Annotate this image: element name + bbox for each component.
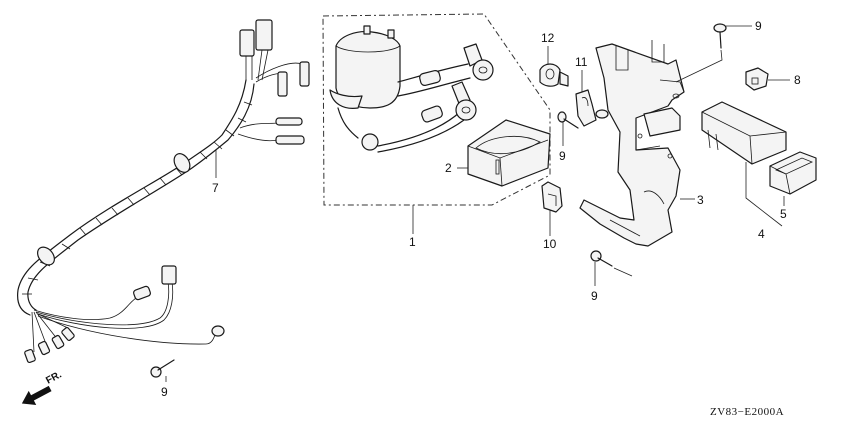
control-module[interactable] (701, 101, 787, 165)
wire-harness[interactable] (17, 19, 310, 364)
callout-8: 8 (794, 73, 801, 87)
electrical-bracket[interactable] (579, 40, 685, 247)
callout-10: 10 (543, 237, 557, 251)
callout-9-center: 9 (559, 149, 566, 163)
callout-7: 7 (212, 181, 219, 195)
relay[interactable] (745, 67, 769, 91)
callout-9-lower-center: 9 (591, 289, 598, 303)
bolt-lower-left[interactable] (150, 359, 175, 378)
arrow-icon (21, 385, 52, 405)
front-direction-label: FR. (44, 369, 64, 386)
front-direction-arrow (21, 385, 52, 405)
clip[interactable] (541, 181, 563, 213)
drawing-code: ZV83−E2000A (710, 406, 784, 418)
grommet-clamp[interactable] (539, 63, 569, 87)
coil-holder[interactable] (467, 119, 551, 187)
callout-11: 11 (575, 55, 588, 69)
callout-3: 3 (697, 193, 704, 207)
callout-4: 4 (758, 227, 765, 241)
callout-9-lower-left: 9 (161, 385, 168, 399)
bolt-center[interactable] (557, 111, 579, 129)
callout-12: 12 (541, 31, 555, 45)
clamp[interactable] (575, 89, 609, 127)
ignition-coil[interactable] (329, 25, 494, 153)
bolt-top-right[interactable] (675, 23, 727, 83)
callout-2: 2 (445, 161, 452, 175)
callout-1: 1 (409, 235, 416, 249)
bolt-lower-center[interactable] (590, 250, 633, 277)
leader-lines (165, 25, 790, 382)
module-cover[interactable] (769, 151, 817, 195)
callout-9-top-right: 9 (755, 19, 762, 33)
assembly-boundary (322, 13, 551, 206)
callout-5: 5 (780, 207, 787, 221)
